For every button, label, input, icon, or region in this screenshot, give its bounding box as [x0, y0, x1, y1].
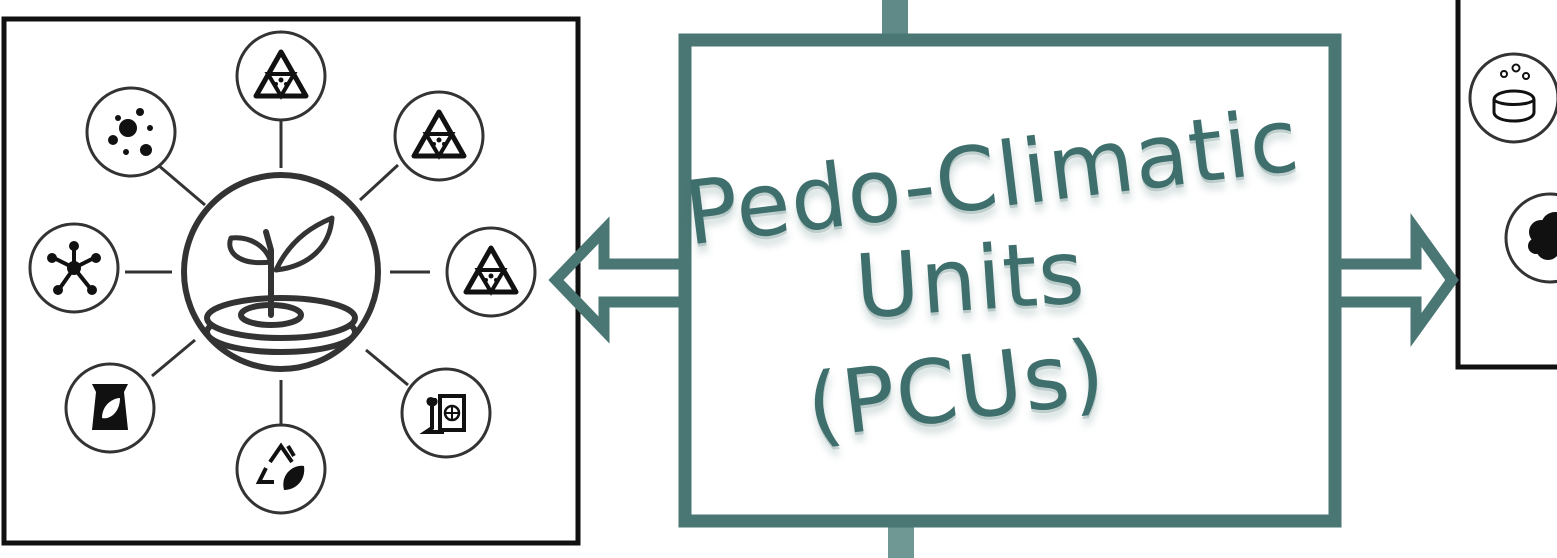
right-arrow	[1332, 212, 1459, 348]
soil-lab-sampling-icon	[400, 367, 492, 459]
left-arrow	[548, 216, 688, 344]
soil-texture-triangle-icon	[235, 30, 327, 122]
hub-spokes	[125, 120, 430, 425]
cloud-weather-icon	[1504, 192, 1557, 284]
pcu-title: Pedo-Climatic Units (PCUs)	[679, 44, 1332, 514]
soil-texture-triangle-icon	[393, 90, 485, 182]
recycle-leaf-icon	[235, 423, 327, 515]
molecule-network-icon	[28, 222, 120, 314]
pcu-central-box	[678, 33, 1342, 528]
soil-texture-triangle-icon	[445, 226, 537, 318]
soil-particles-icon	[85, 86, 177, 178]
sponge-water-icon	[1468, 52, 1557, 144]
fertilizer-bag-icon	[64, 362, 156, 454]
pcu-title-line3: (PCUs)	[801, 319, 1112, 459]
pcu-title-line2: Units	[851, 219, 1089, 339]
plant-in-soil-icon	[181, 172, 381, 372]
